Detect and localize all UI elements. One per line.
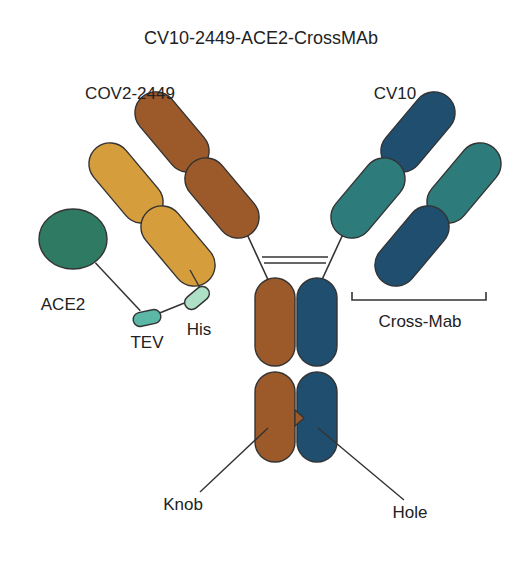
antibody-name: CV10 bbox=[345, 84, 445, 104]
fc-domain bbox=[255, 372, 295, 462]
hinge-line bbox=[246, 232, 270, 284]
tag-pill: TEV bbox=[132, 310, 162, 326]
light-chain-domain bbox=[322, 149, 413, 246]
node-label: His bbox=[174, 320, 224, 340]
fc-domain bbox=[255, 278, 295, 366]
diagram-title: CV10-2449-ACE2-CrossMAb bbox=[0, 28, 522, 48]
linker-connector bbox=[95, 263, 140, 311]
antibody-name: COV2-2449 bbox=[70, 84, 190, 104]
node-shape bbox=[182, 284, 212, 313]
disulfide-bond bbox=[262, 256, 328, 258]
linker-connector bbox=[159, 303, 185, 313]
node-outline bbox=[182, 290, 212, 306]
leader-line bbox=[318, 428, 404, 500]
bracket-label: Cross-Mab bbox=[360, 312, 480, 332]
callout-label: Knob bbox=[143, 495, 223, 515]
heavy-chain-domain bbox=[176, 149, 267, 246]
callout-label: Hole bbox=[370, 503, 450, 523]
node-shape bbox=[39, 209, 107, 269]
node-label: ACE2 bbox=[28, 295, 98, 315]
node-shape bbox=[132, 308, 162, 328]
protein-circle: ACE2 bbox=[38, 208, 108, 270]
leader-line bbox=[200, 428, 268, 492]
hinge-line bbox=[320, 232, 344, 284]
fc-domain bbox=[297, 278, 337, 366]
bracket bbox=[352, 292, 486, 300]
disulfide-bond bbox=[264, 262, 326, 264]
node-outline bbox=[132, 310, 162, 326]
node-outline bbox=[38, 208, 108, 270]
tag-pill: His bbox=[182, 290, 212, 306]
knob-notch bbox=[295, 410, 304, 426]
linker-line bbox=[190, 270, 200, 288]
node-label: TEV bbox=[122, 333, 172, 353]
